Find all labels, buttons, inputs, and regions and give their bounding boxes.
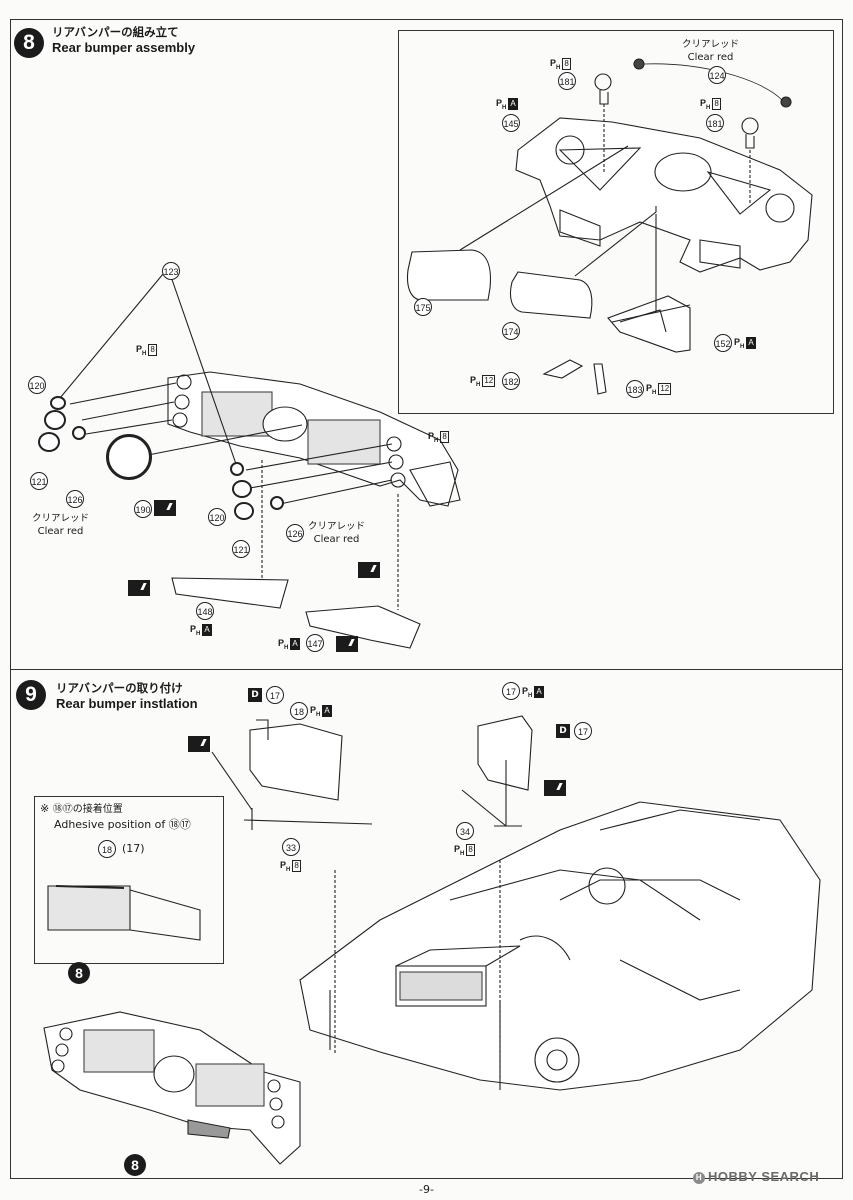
- part-145: 145: [502, 114, 520, 132]
- part-147: 147: [306, 634, 324, 652]
- part-121-right: 121: [232, 540, 250, 558]
- adhesive-part-18: 18: [98, 840, 116, 858]
- part-120-left: 120: [28, 376, 46, 394]
- step-8-title-en: Rear bumper assembly: [52, 40, 196, 55]
- adhesive-position-inset: [34, 796, 224, 964]
- part-17-top: 17: [502, 682, 520, 700]
- page-number: -9-: [419, 1183, 434, 1196]
- lens-ring-d: [72, 426, 86, 440]
- part-33: 33: [282, 838, 300, 856]
- part-17-left: 17: [266, 686, 284, 704]
- lens-ring-g: [234, 502, 254, 520]
- step-8-title-jp: リアバンパーの組み立て: [52, 25, 179, 39]
- step-8-badge: 8: [14, 28, 44, 58]
- bumper-step-8-ref: 8: [124, 1154, 146, 1176]
- part-152: 152: [714, 334, 732, 352]
- lens-ring-b: [44, 410, 66, 430]
- part-126-left: 126: [66, 490, 84, 508]
- lens-ring-e: [230, 462, 244, 476]
- part-183: 183: [626, 380, 644, 398]
- adhesive-step-8-ref: 8: [68, 962, 90, 984]
- inset-clear-red-note: クリアレッド Clear red: [682, 39, 740, 63]
- clear-red-note-right: クリアレッド Clear red: [308, 521, 366, 545]
- step-9-title-en: Rear bumper instlation: [56, 696, 198, 711]
- part-34: 34: [456, 822, 474, 840]
- part-124: 124: [708, 66, 726, 84]
- step-divider: [10, 669, 843, 670]
- part-148: 148: [196, 602, 214, 620]
- glue-icon-148: [128, 580, 150, 596]
- page-frame: [10, 19, 843, 1179]
- glue-icon-18: [188, 736, 210, 752]
- part-17-right: 17: [574, 722, 592, 740]
- part-18: 18: [290, 702, 308, 720]
- adhesive-part-17: (17): [122, 842, 145, 855]
- glue-icon-17: [544, 780, 566, 796]
- part-181-right: 181: [706, 114, 724, 132]
- part-174: 174: [502, 322, 520, 340]
- glue-icon-147b: [336, 636, 358, 652]
- lens-ring-c: [38, 432, 60, 452]
- decal-D-right: D: [556, 724, 570, 738]
- glue-icon-190: [154, 500, 176, 516]
- hobby-search-logo-icon: H: [693, 1171, 705, 1184]
- part-190: 190: [134, 500, 152, 518]
- part-120-right: 120: [208, 508, 226, 526]
- step-8-detail-inset: [398, 30, 834, 414]
- part-175: 175: [414, 298, 432, 316]
- clear-red-note-left: クリアレッド Clear red: [32, 513, 90, 537]
- glue-icon-147a: [358, 562, 380, 578]
- adhesive-note-jp: ※ ⑱⑰の接着位置: [40, 802, 123, 815]
- adhesive-note-en: Adhesive position of ⑱⑰: [54, 818, 191, 831]
- decal-D-left: D: [248, 688, 262, 702]
- part-181-left: 181: [558, 72, 576, 90]
- part-123: 123: [162, 262, 180, 280]
- lens-ring-a: [50, 396, 66, 410]
- part-121-left: 121: [30, 472, 48, 490]
- step-9-title-jp: リアバンパーの取り付け: [56, 681, 183, 695]
- lens-ring-190: [106, 434, 152, 480]
- part-126-right: 126: [286, 524, 304, 542]
- step-9-badge: 9: [16, 680, 46, 710]
- part-182: 182: [502, 372, 520, 390]
- lens-ring-f: [232, 480, 252, 498]
- lens-ring-h: [270, 496, 284, 510]
